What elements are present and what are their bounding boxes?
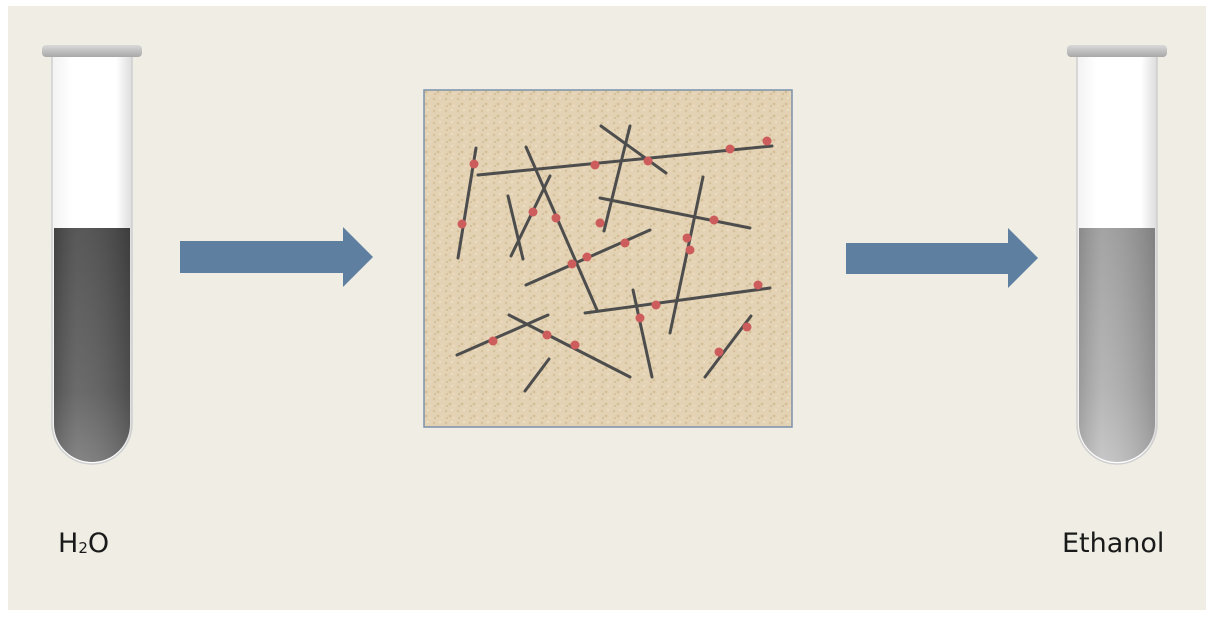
fiber-matrix-panel <box>423 89 793 428</box>
fiber-strands <box>455 124 774 393</box>
left-tube-label: H2O <box>58 528 110 559</box>
left-test-tube <box>42 45 142 465</box>
arrow-left-to-matrix <box>180 227 373 287</box>
arrow-matrix-to-right <box>846 228 1038 288</box>
bound-particles <box>457 136 772 357</box>
right-tube-label: Ethanol <box>1062 528 1165 559</box>
left-tube-rim <box>42 45 142 57</box>
right-test-tube <box>1067 45 1167 465</box>
right-tube-rim <box>1067 45 1167 57</box>
